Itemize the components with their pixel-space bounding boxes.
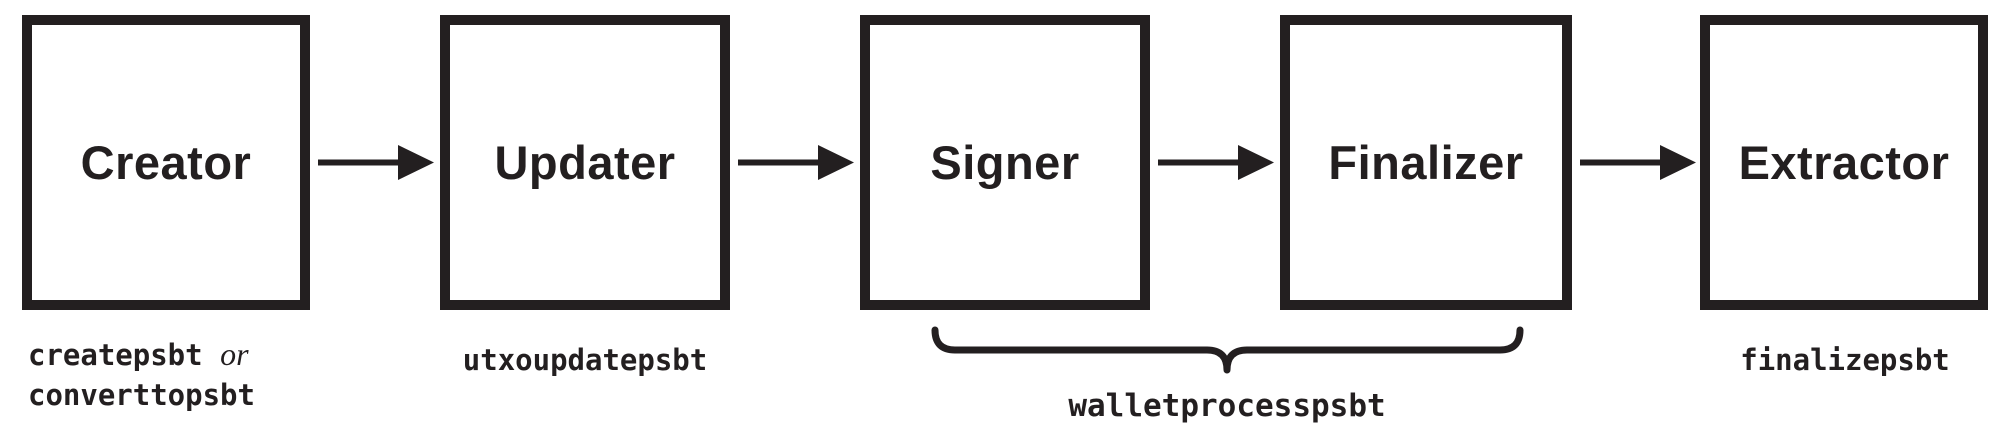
arrow-right-icon <box>1158 145 1274 180</box>
signer-box: Signer <box>860 15 1150 310</box>
arrow-right-icon <box>1580 145 1696 180</box>
creator-caption-code1: createpsbt <box>28 338 203 372</box>
extractor-box-label: Extractor <box>1738 136 1950 189</box>
extractor-caption: finalizepsbt <box>1740 343 1950 377</box>
updater-caption: utxoupdatepsbt <box>462 343 708 377</box>
creator-caption-line2: converttopsbt <box>28 378 255 412</box>
creator-caption-conjunction: or <box>220 336 249 372</box>
updater-box-label: Updater <box>494 136 676 189</box>
signer-finalizer-group-caption: walletprocesspsbt <box>1068 388 1386 424</box>
finalizer-box: Finalizer <box>1280 15 1572 310</box>
creator-box: Creator <box>22 15 310 310</box>
creator-caption-line1: createpsbt or <box>28 334 255 375</box>
group-brace-icon <box>931 326 1524 374</box>
creator-caption: createpsbt or converttopsbt <box>28 334 255 415</box>
arrow-right-icon <box>318 145 434 180</box>
arrow-right-icon <box>738 145 854 180</box>
extractor-box: Extractor <box>1700 15 1988 310</box>
updater-box: Updater <box>440 15 730 310</box>
creator-box-label: Creator <box>80 136 252 189</box>
finalizer-box-label: Finalizer <box>1328 136 1524 189</box>
signer-box-label: Signer <box>930 136 1080 189</box>
